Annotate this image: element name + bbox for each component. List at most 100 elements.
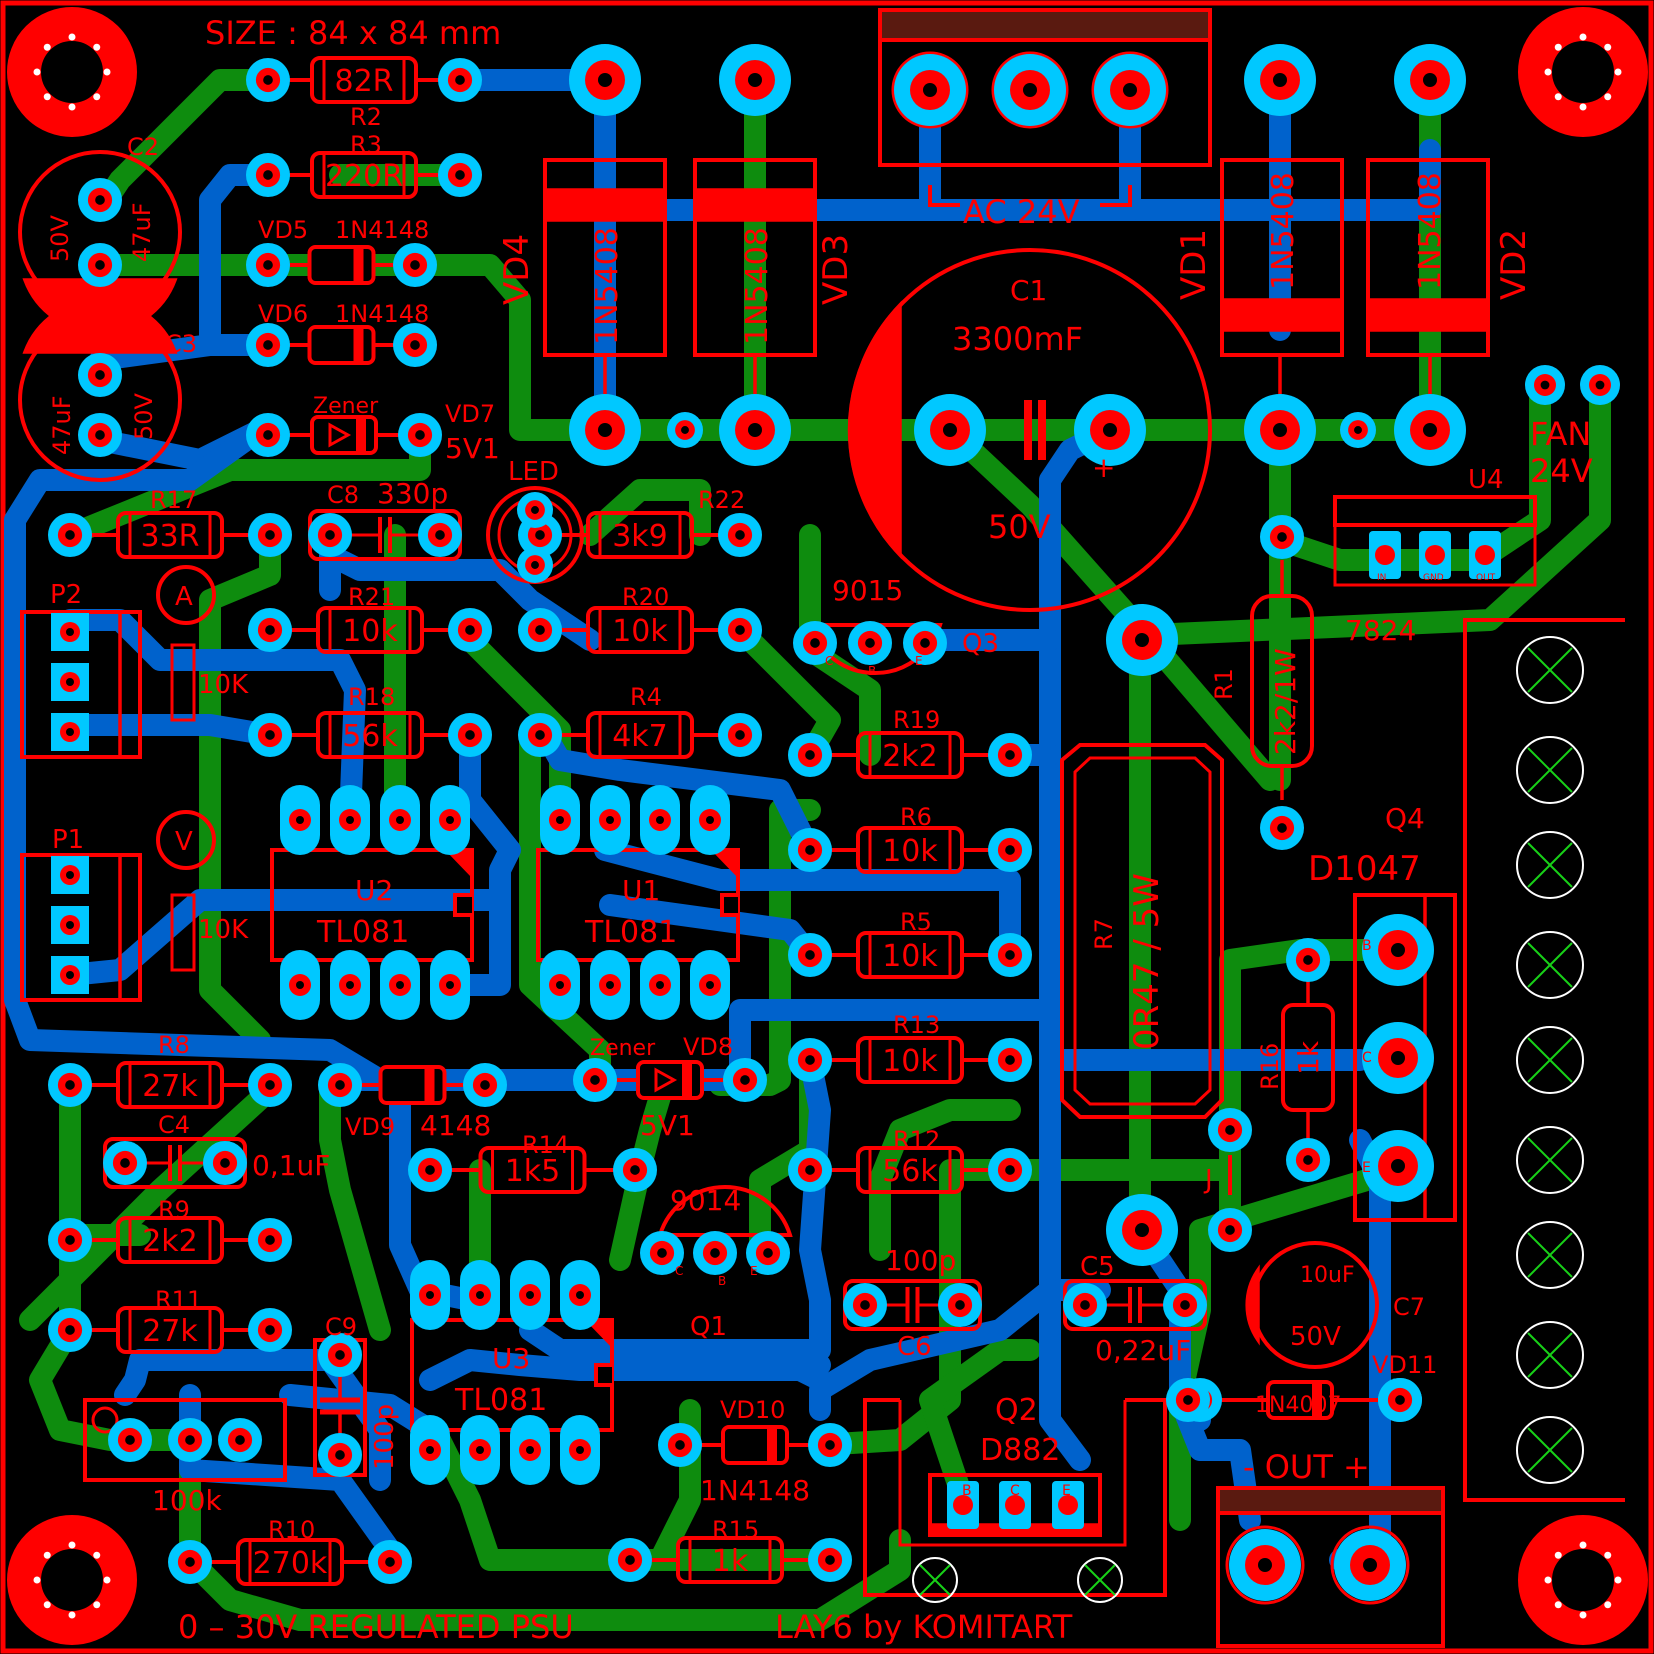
- c7-value: 10uF: [1300, 1263, 1355, 1288]
- ic-pin-hole: [396, 981, 404, 989]
- pad-hole: [1005, 1055, 1015, 1065]
- pad-hole: [415, 430, 425, 440]
- q3-ref: Q3: [962, 629, 999, 659]
- corner-hole-via: [33, 68, 41, 76]
- diode-body: [307, 245, 376, 285]
- ic-pin-hole: [426, 1291, 434, 1299]
- pad-hole: [1183, 1395, 1193, 1405]
- c1-plus-label: +: [1092, 451, 1115, 484]
- r19-ref: R19: [893, 706, 940, 734]
- slot-pad-ring: [1375, 545, 1395, 565]
- c9-ref: C9: [325, 1313, 357, 1341]
- c3-ref: C3: [165, 330, 197, 358]
- q1-ref: Q1: [690, 1312, 727, 1342]
- pad-hole: [410, 340, 420, 350]
- p2-ref: P2: [50, 580, 82, 610]
- diode-body: [307, 325, 376, 365]
- ammeter-label: A: [175, 582, 193, 612]
- corner-hole-via: [1554, 93, 1562, 101]
- c4-value: 0,1uF: [252, 1149, 330, 1182]
- vd11-ref: VD11: [1372, 1351, 1437, 1379]
- ic-pin-hole: [606, 981, 614, 989]
- heatsink-hole-mark: [1527, 747, 1573, 793]
- ic-pin-hole: [476, 1291, 484, 1299]
- p1-value: 10K: [198, 915, 249, 945]
- ic-pin-hole: [556, 816, 564, 824]
- resistor-body: [586, 711, 694, 759]
- c1-ref: C1: [1010, 274, 1047, 307]
- led-label: LED: [508, 457, 559, 487]
- fan-voltage-label: 24V: [1530, 452, 1593, 490]
- u2-ref: U2: [355, 874, 393, 907]
- resistor-value: 3k9: [612, 519, 668, 554]
- pad-hole: [263, 260, 273, 270]
- ic-pin-hole: [296, 981, 304, 989]
- heatsink-hole: [1516, 1416, 1584, 1484]
- pad-hole: [1080, 1300, 1090, 1310]
- corner-hole-via: [93, 1551, 101, 1559]
- vd8-value: 5V1: [640, 1109, 695, 1142]
- corner-hole-via: [1554, 43, 1562, 51]
- big-pad-hole: [1258, 1558, 1272, 1572]
- r18-ref: R18: [348, 683, 395, 711]
- pad-hole: [1005, 750, 1015, 760]
- r7-ref: R7: [1090, 918, 1118, 950]
- pad-hole: [810, 638, 820, 648]
- pad-hole: [265, 730, 275, 740]
- vd2-value: 1N5408: [1413, 172, 1448, 290]
- r1-value: 2k2/1W: [1269, 648, 1302, 755]
- ic-pin-hole: [656, 816, 664, 824]
- pad-hole: [805, 1055, 815, 1065]
- q1-pin-c: C: [675, 1264, 683, 1278]
- fan-label: FAN: [1530, 415, 1591, 453]
- resistor-body: [310, 56, 418, 104]
- r9-ref: R9: [158, 1196, 190, 1224]
- r13-ref: R13: [893, 1011, 940, 1039]
- resistor-value: 27k: [142, 1069, 198, 1104]
- pad-hole: [455, 75, 465, 85]
- u4-pin-gnd: GND: [1423, 573, 1444, 583]
- diode-body: [310, 415, 378, 455]
- c9-value: 100p: [370, 1404, 400, 1470]
- vd7-ref: VD7: [445, 400, 495, 428]
- pad-hole: [335, 1080, 345, 1090]
- corner-hole-via: [68, 1611, 76, 1619]
- u1-value: TL081: [584, 915, 677, 950]
- r16-value: 1k: [1292, 1040, 1325, 1075]
- big-pad-hole: [1273, 73, 1287, 87]
- corner-hole-via: [43, 93, 51, 101]
- corner-hole: [1561, 50, 1605, 94]
- vd1-value: 1N5408: [1266, 172, 1301, 290]
- pad-hole: [535, 530, 545, 540]
- q2-pin-e: E: [1062, 1483, 1071, 1499]
- resistor-body: [586, 511, 694, 559]
- c1-value: 3300mF: [952, 320, 1083, 358]
- vd9-ref: VD9: [345, 1113, 395, 1141]
- big-pad-hole: [1391, 943, 1405, 957]
- corner-hole: [1561, 1558, 1605, 1602]
- c6-ref: C6: [897, 1332, 932, 1362]
- u2-value: TL081: [316, 915, 409, 950]
- resistor-body: [116, 1306, 224, 1354]
- heatsink-hole-mark: [1527, 647, 1573, 693]
- corner-hole-via: [68, 103, 76, 111]
- heatsink-hole-mark: [1527, 942, 1573, 988]
- resistor-value: 2k2: [882, 739, 938, 774]
- resistor-body: [856, 826, 964, 874]
- pad-hole: [865, 638, 875, 648]
- resistor-value: 1k5: [505, 1154, 561, 1189]
- corner-hole-via: [43, 43, 51, 51]
- pad-hole: [263, 75, 273, 85]
- q2-pin-c: C: [1010, 1483, 1020, 1499]
- size-note: SIZE : 84 x 84 mm: [205, 14, 501, 52]
- r16-ref: R16: [1256, 1043, 1284, 1090]
- ic-pin-hole: [556, 981, 564, 989]
- pad-hole: [263, 340, 273, 350]
- q2-value: D882: [980, 1433, 1060, 1468]
- corner-hole-via: [1554, 1601, 1562, 1609]
- pad-hole: [1395, 1395, 1405, 1405]
- corner-hole-via: [1544, 68, 1552, 76]
- resistor-body: [856, 931, 964, 979]
- pad-hole: [465, 625, 475, 635]
